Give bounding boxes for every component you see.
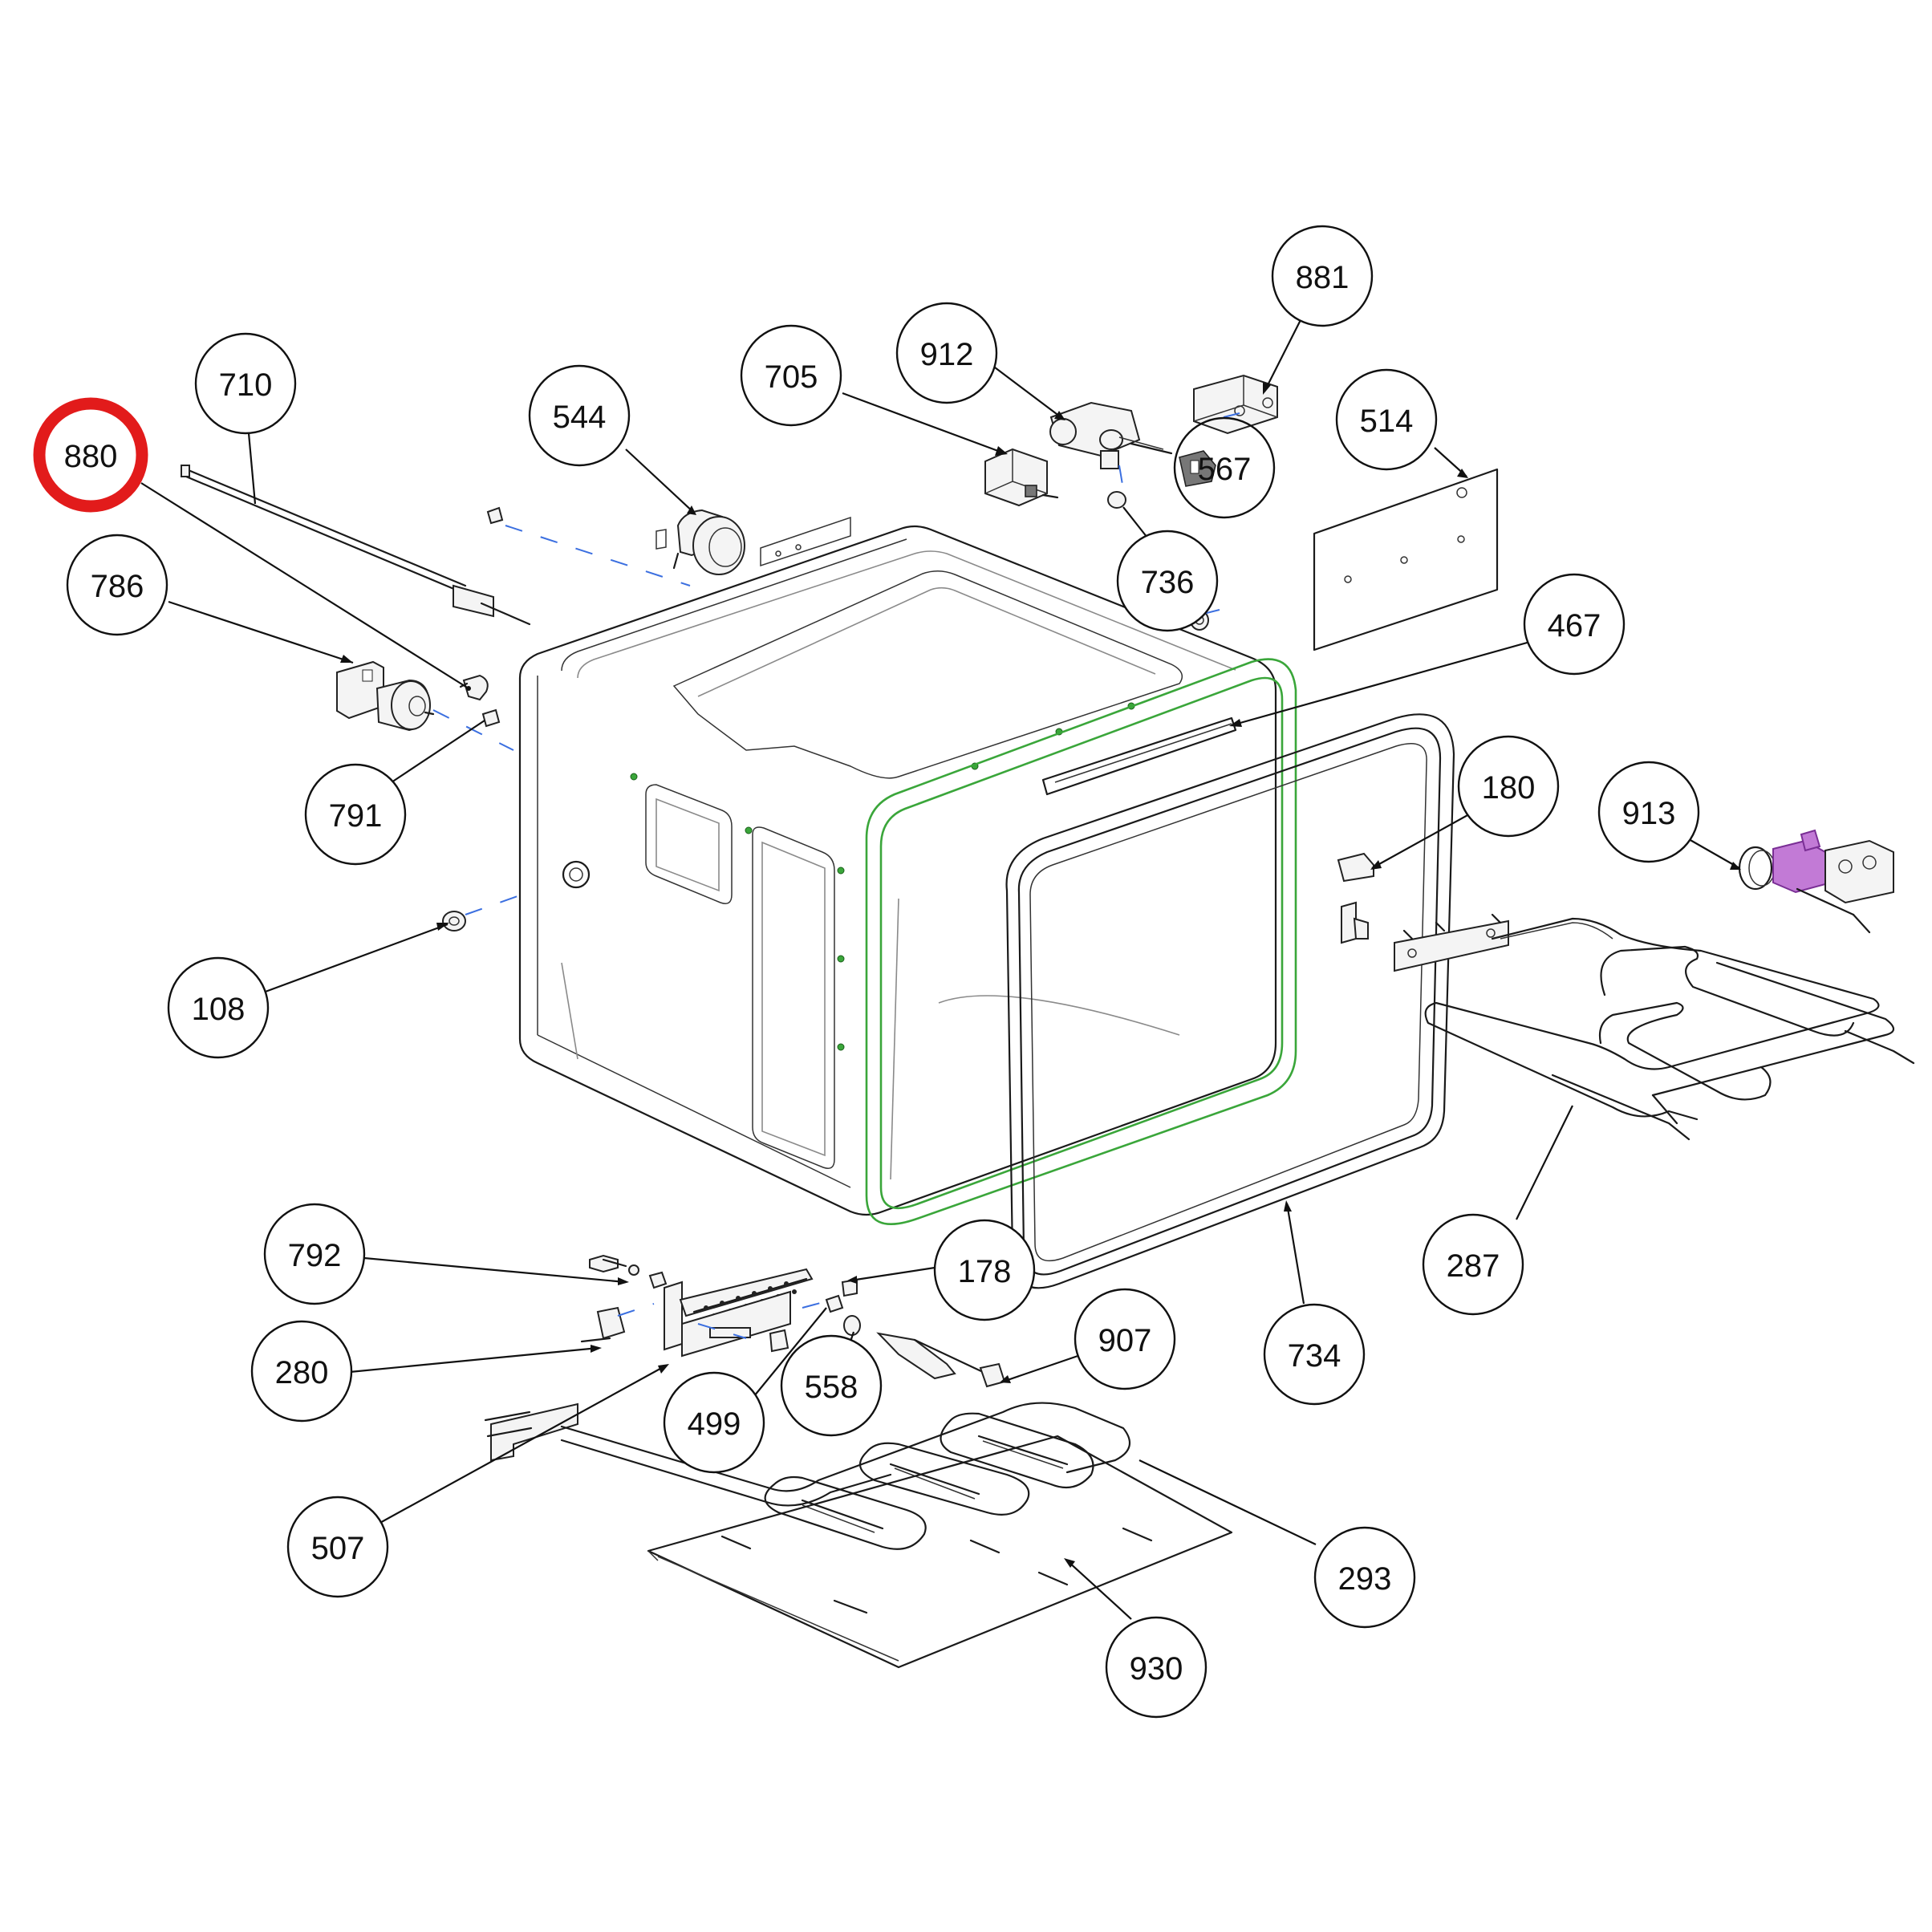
callout-567-label: 567	[1198, 452, 1252, 487]
callout-467-label: 467	[1548, 608, 1601, 643]
callout-881-label: 881	[1296, 260, 1350, 295]
callout-880-label: 880	[64, 439, 118, 474]
callout-710[interactable]: 710	[194, 332, 297, 435]
part-180-clips	[1337, 852, 1374, 944]
callout-280-label: 280	[275, 1355, 329, 1390]
callout-499-label: 499	[688, 1406, 741, 1442]
callout-930-label: 930	[1130, 1651, 1183, 1686]
callout-791-label: 791	[329, 798, 383, 834]
part-544-lamp	[656, 509, 745, 575]
callout-792[interactable]: 792	[263, 1203, 366, 1305]
callout-786[interactable]: 786	[66, 534, 168, 636]
callout-178[interactable]: 178	[933, 1219, 1036, 1321]
callout-293-label: 293	[1338, 1561, 1392, 1597]
callout-507-label: 507	[311, 1531, 365, 1566]
part-293-bottom-element	[484, 1402, 1131, 1550]
callout-912-label: 912	[920, 337, 974, 372]
callout-736[interactable]: 736	[1116, 530, 1219, 632]
callout-514-label: 514	[1360, 404, 1414, 439]
callout-287[interactable]: 287	[1422, 1213, 1524, 1316]
callout-912[interactable]: 912	[895, 302, 998, 404]
callout-544[interactable]: 544	[528, 364, 631, 467]
part-287-grill-element	[1394, 913, 1915, 1141]
highlight-ring-880	[33, 397, 148, 513]
part-912-valve	[1049, 401, 1173, 469]
callout-514[interactable]: 514	[1335, 368, 1438, 471]
callout-907[interactable]: 907	[1074, 1288, 1176, 1390]
callout-791[interactable]: 791	[304, 763, 407, 866]
callout-567[interactable]: 567	[1173, 416, 1276, 519]
callout-913[interactable]: 913	[1597, 761, 1700, 863]
callout-bubbles: 880 710 786 791 108 544 705 912	[39, 225, 1700, 1719]
callout-558-label: 558	[805, 1370, 858, 1405]
callout-913-label: 913	[1622, 796, 1676, 831]
callout-558[interactable]: 558	[780, 1334, 883, 1437]
callout-736-label: 736	[1141, 565, 1195, 600]
callout-544-label: 544	[553, 400, 607, 435]
part-791-nut	[481, 708, 501, 728]
callout-792-label: 792	[288, 1238, 342, 1273]
callout-180-label: 180	[1482, 770, 1536, 806]
callout-907-label: 907	[1098, 1323, 1152, 1358]
callout-786-label: 786	[91, 569, 144, 604]
inner-rail	[1041, 716, 1237, 796]
callout-108-label: 108	[192, 992, 246, 1027]
callout-881[interactable]: 881	[1271, 225, 1374, 327]
part-930-base-plate	[647, 1435, 1233, 1669]
part-705-switch	[984, 448, 1059, 507]
callout-710-label: 710	[219, 367, 273, 403]
callout-930[interactable]: 930	[1105, 1616, 1208, 1719]
part-710-rod	[181, 465, 531, 626]
callout-880[interactable]: 880	[39, 404, 142, 506]
assembly-lines	[432, 412, 1240, 1339]
callout-705-label: 705	[765, 359, 818, 395]
callout-178-label: 178	[958, 1254, 1012, 1289]
callout-507[interactable]: 507	[286, 1496, 389, 1598]
callout-280[interactable]: 280	[250, 1320, 353, 1423]
part-567-thermostat	[1179, 450, 1216, 487]
door-seal	[1005, 713, 1455, 1289]
part-786-motor	[336, 660, 435, 732]
callout-287-label: 287	[1447, 1248, 1500, 1284]
part-108-grommet	[442, 911, 466, 932]
callout-705[interactable]: 705	[740, 324, 842, 427]
front-liner-outline	[865, 658, 1297, 1225]
leader-lines	[140, 308, 1741, 1620]
callout-499[interactable]: 499	[663, 1371, 765, 1474]
callout-180[interactable]: 180	[1457, 735, 1560, 838]
callout-734-label: 734	[1288, 1338, 1341, 1374]
part-small-bushing	[486, 506, 504, 525]
callout-734[interactable]: 734	[1263, 1303, 1366, 1406]
part-913-valve	[1738, 829, 1894, 934]
callout-293[interactable]: 293	[1313, 1526, 1416, 1629]
part-514-plate	[1313, 468, 1499, 651]
part-880-clip	[459, 674, 489, 701]
oven-cavity	[518, 516, 1277, 1216]
hinge-bracket-parts	[580, 1254, 1006, 1388]
callout-467[interactable]: 467	[1523, 573, 1626, 676]
callout-108[interactable]: 108	[167, 956, 270, 1059]
